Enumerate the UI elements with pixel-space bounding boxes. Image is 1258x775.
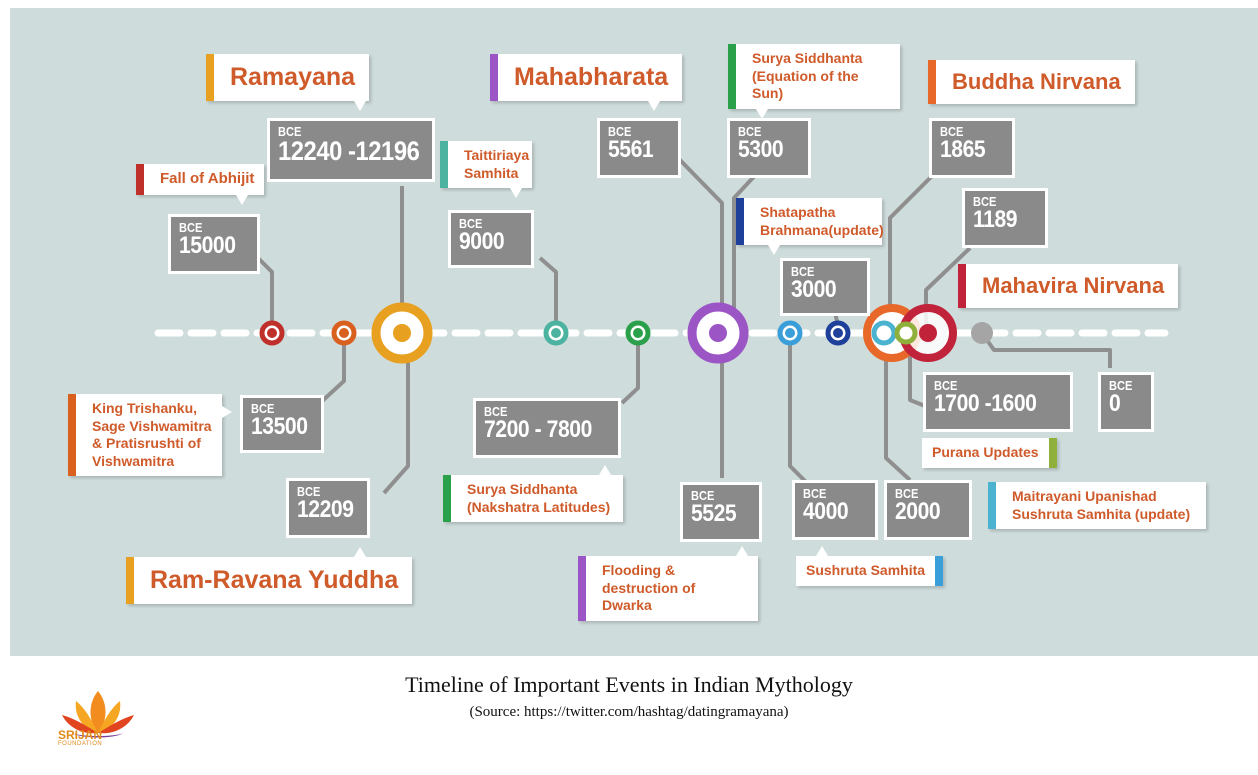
label-text: Shatapatha Brahmana(update) bbox=[760, 204, 884, 238]
bce-tag: BCE bbox=[691, 488, 715, 503]
year-value: 1865 bbox=[940, 136, 986, 163]
bce-tag: BCE bbox=[940, 124, 964, 139]
bce-tag: BCE bbox=[973, 194, 997, 209]
label-surya-nakshatra: Surya Siddhanta (Nakshatra Latitudes) bbox=[443, 465, 623, 522]
node-2000 bbox=[871, 320, 897, 346]
label-text: Sushruta Samhita bbox=[806, 562, 926, 578]
caption-title: Timeline of Important Events in Indian M… bbox=[405, 672, 853, 697]
label-sushruta: Sushruta Samhita bbox=[796, 546, 944, 586]
bce-tag: BCE bbox=[1109, 378, 1133, 393]
label-ramayana: Ramayana bbox=[206, 54, 370, 112]
logo-name: SRIJAN bbox=[58, 728, 103, 742]
label-mahavira: Mahavira Nirvana bbox=[958, 264, 1179, 308]
label-taittiriya: Taittiriaya Samhita bbox=[440, 141, 532, 198]
label-maitrayani: Maitrayani Upanishad Sushruta Samhita (u… bbox=[988, 482, 1206, 529]
label-dwarka: Flooding & destruction of Dwarka bbox=[578, 546, 758, 621]
bce-tag: BCE bbox=[459, 216, 483, 231]
label-text: King Trishanku, Sage Vishwamitra & Prati… bbox=[92, 400, 212, 469]
bce-tag: BCE bbox=[251, 401, 275, 416]
bce-tag: BCE bbox=[803, 486, 827, 501]
year-value: 13500 bbox=[251, 413, 308, 440]
timeline-nodes bbox=[259, 302, 993, 364]
label-purana: Purana Updates bbox=[922, 438, 1057, 468]
year-value: 1700 -1600 bbox=[934, 390, 1037, 417]
label-text: Mahavira Nirvana bbox=[982, 273, 1165, 298]
year-value: 2000 bbox=[895, 498, 941, 525]
label-text: Ramayana bbox=[230, 63, 356, 91]
label-text: Taittiriaya Samhita bbox=[464, 147, 530, 181]
year-value: 4000 bbox=[803, 498, 849, 525]
label-surya-equation: Surya Siddhanta (Equation of the Sun) bbox=[728, 44, 900, 119]
year-value: 12240 -12196 bbox=[278, 136, 420, 166]
year-value: 1189 bbox=[973, 206, 1018, 233]
label-trishanku: King Trishanku, Sage Vishwamitra & Prati… bbox=[68, 394, 232, 476]
year-value: 15000 bbox=[179, 232, 236, 259]
label-text: Surya Siddhanta (Equation of the Sun) bbox=[752, 50, 863, 101]
label-shatapatha: Shatapatha Brahmana(update) bbox=[736, 198, 884, 255]
year-value: 5561 bbox=[608, 136, 654, 163]
label-buddha: Buddha Nirvana bbox=[928, 60, 1135, 104]
bce-tag: BCE bbox=[895, 486, 919, 501]
year-value: 5300 bbox=[738, 136, 784, 163]
year-value: 3000 bbox=[791, 276, 837, 303]
lotus-logo-icon bbox=[62, 691, 134, 738]
bce-tag: BCE bbox=[934, 378, 958, 393]
node-0 bbox=[971, 322, 993, 344]
year-value: 12209 bbox=[297, 496, 354, 523]
year-value: 0 bbox=[1109, 390, 1121, 417]
bce-tag: BCE bbox=[484, 404, 508, 419]
label-fall-abhijit: Fall of Abhijit bbox=[136, 164, 265, 205]
year-value: 5525 bbox=[691, 500, 737, 527]
label-text: Ram-Ravana Yuddha bbox=[150, 566, 399, 594]
label-text: Maitrayani Upanishad Sushruta Samhita (u… bbox=[1012, 488, 1191, 522]
label-text: Flooding & destruction of Dwarka bbox=[602, 562, 696, 613]
label-ram-ravana: Ram-Ravana Yuddha bbox=[126, 547, 413, 605]
label-text: Buddha Nirvana bbox=[952, 69, 1121, 94]
bce-tag: BCE bbox=[738, 124, 762, 139]
label-text: Purana Updates bbox=[932, 444, 1039, 460]
bce-tag: BCE bbox=[179, 220, 203, 235]
caption-source: (Source: https://twitter.com/hashtag/dat… bbox=[469, 704, 789, 720]
node-1700 bbox=[894, 321, 918, 345]
bce-tag: BCE bbox=[791, 264, 815, 279]
label-text: Fall of Abhijit bbox=[160, 170, 255, 187]
label-mahabharata: Mahabharata bbox=[490, 54, 683, 112]
bce-tag: BCE bbox=[278, 124, 302, 139]
year-value: 7200 - 7800 bbox=[484, 416, 592, 443]
year-value: 9000 bbox=[459, 228, 505, 255]
logo-subtitle: FOUNDATION bbox=[58, 741, 103, 747]
bce-tag: BCE bbox=[608, 124, 632, 139]
label-text: Surya Siddhanta (Nakshatra Latitudes) bbox=[467, 481, 611, 515]
timeline-graphics bbox=[154, 156, 1169, 495]
label-text: Mahabharata bbox=[514, 63, 669, 91]
bce-tag: BCE bbox=[297, 484, 321, 499]
